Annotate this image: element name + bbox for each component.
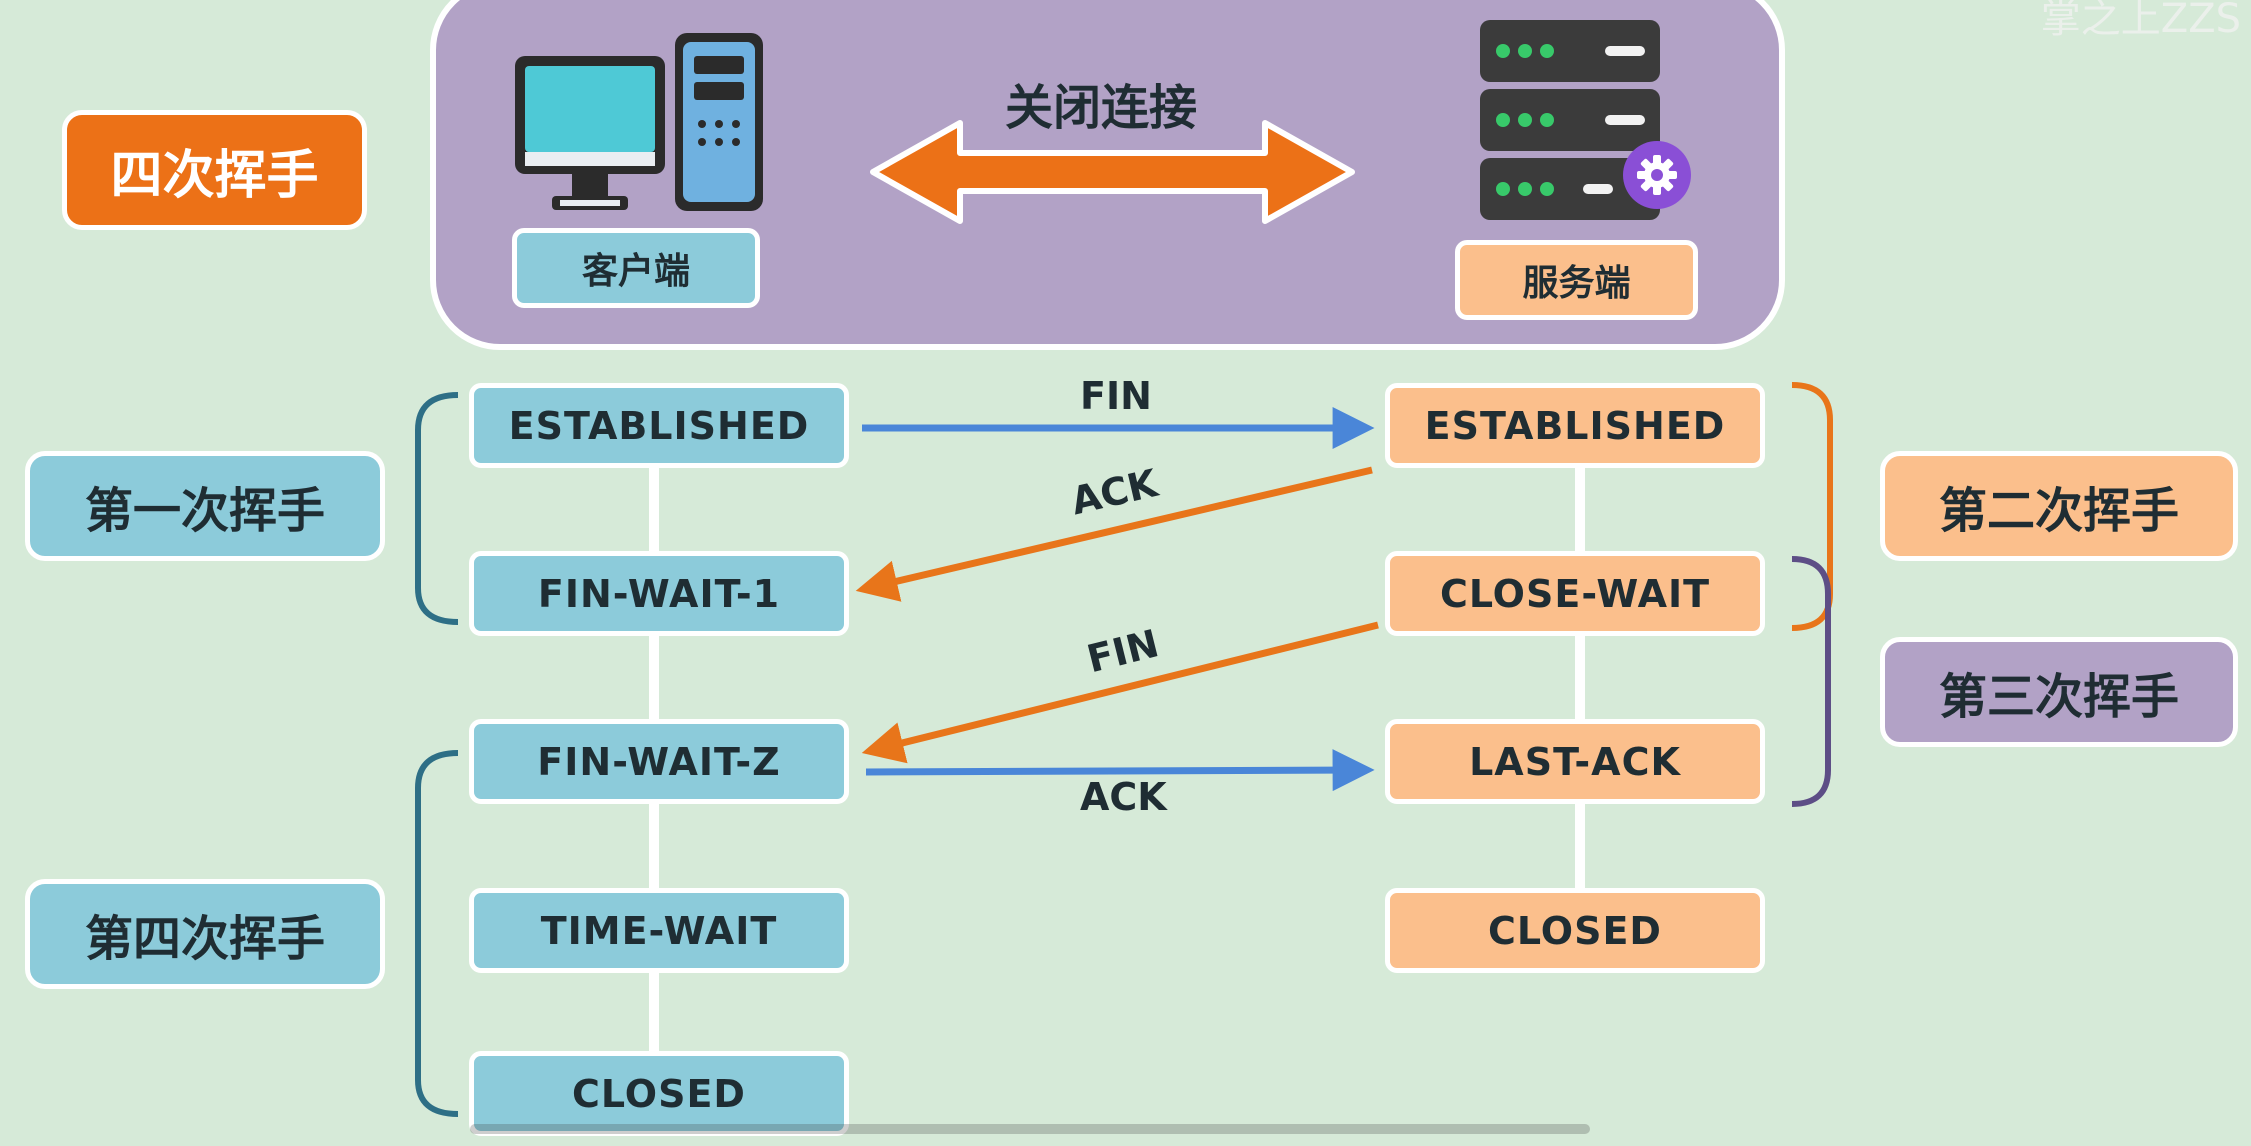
phase-fourth: 第四次挥手 xyxy=(25,879,385,989)
client-state-established: ESTABLISHED xyxy=(469,383,849,468)
double-arrow-icon xyxy=(870,120,1355,224)
client-label: 客户端 xyxy=(512,228,760,308)
client-state-fin-wait-2: FIN-WAIT-Z xyxy=(469,719,849,804)
close-connection-label: 关闭连接 xyxy=(1005,80,1198,136)
server-state-closed: CLOSED xyxy=(1385,888,1765,973)
client-state-fin-wait-1: FIN-WAIT-1 xyxy=(469,551,849,636)
server-label: 服务端 xyxy=(1455,240,1698,320)
phase-third: 第三次挥手 xyxy=(1880,637,2238,747)
server-icon xyxy=(1480,20,1691,220)
phase-second: 第二次挥手 xyxy=(1880,451,2238,561)
ack-arrow-1 xyxy=(855,466,1373,602)
title-badge: 四次挥手 xyxy=(62,110,367,230)
watermark: 掌之上ZZS xyxy=(2040,0,2241,42)
ack-label-2: ACK xyxy=(1080,775,1167,819)
server-state-close-wait: CLOSE-WAIT xyxy=(1385,551,1765,636)
ack-arrow-2 xyxy=(865,749,1375,792)
client-state-time-wait: TIME-WAIT xyxy=(469,888,849,973)
server-lifeline xyxy=(1575,420,1585,900)
subtitle-strip xyxy=(470,1124,1590,1134)
phase-first: 第一次挥手 xyxy=(25,451,385,561)
computer-icon xyxy=(515,33,763,211)
client-state-closed: CLOSED xyxy=(469,1051,849,1136)
server-state-established: ESTABLISHED xyxy=(1385,383,1765,468)
server-state-last-ack: LAST-ACK xyxy=(1385,719,1765,804)
fin-label-1: FIN xyxy=(1080,374,1152,418)
fin-arrow-2 xyxy=(861,621,1379,764)
